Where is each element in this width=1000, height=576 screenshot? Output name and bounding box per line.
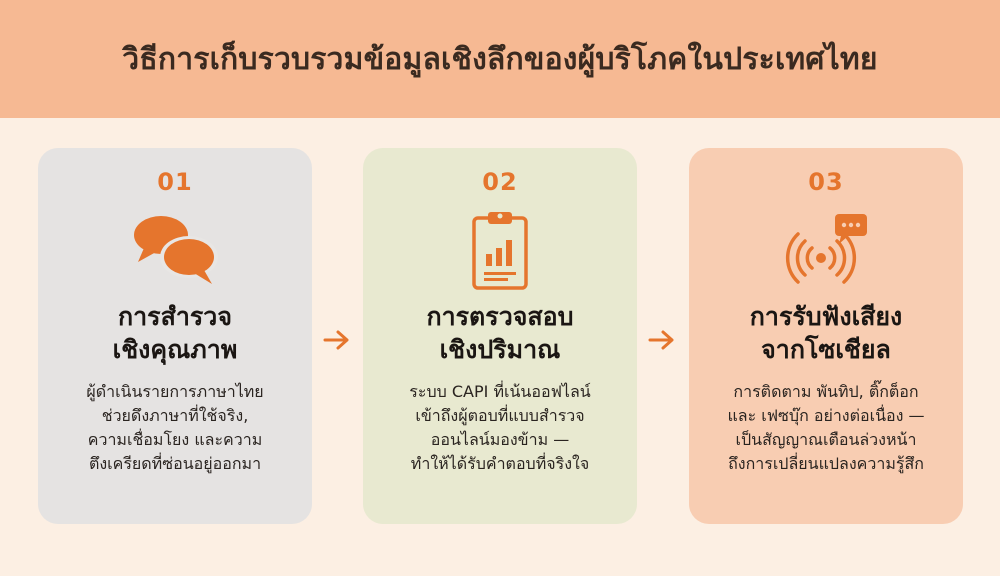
chat-bubbles-icon	[130, 210, 220, 290]
card-body-line: การติดตาม พันทิป, ติ๊กต็อก	[733, 382, 919, 401]
card-title-line: การสำรวจ	[117, 302, 232, 331]
arrow-right-icon	[322, 328, 352, 352]
method-card-quantitative: 02 การตรวจสอบ เชิงปริมาณ ระบบ CAPI ที่เน…	[363, 148, 637, 524]
card-title-line: จากโซเชียล	[761, 335, 891, 364]
clipboard-chart-icon	[455, 210, 545, 290]
card-body-line: ความเชื่อมโยง และความ	[87, 430, 263, 449]
card-body-line: เป็นสัญญาณเตือนล่วงหน้า	[735, 430, 917, 449]
card-title-line: การตรวจสอบ	[426, 302, 574, 331]
step-number: 01	[157, 168, 193, 196]
social-listening-icon	[781, 210, 871, 290]
card-body-line: และ เฟซบุ๊ก อย่างต่อเนื่อง —	[727, 406, 925, 425]
card-body-line: ตึงเครียดที่ซ่อนอยู่ออกมา	[88, 454, 262, 473]
card-title: การรับฟังเสียง จากโซเชียล	[689, 300, 963, 366]
card-body-line: ผู้ดำเนินรายการภาษาไทย	[86, 382, 264, 401]
card-title: การตรวจสอบ เชิงปริมาณ	[363, 300, 637, 366]
card-body-line: ช่วยดึงภาษาที่ใช้จริง,	[101, 406, 249, 425]
arrow-right-icon	[647, 328, 677, 352]
card-body-line: ทำให้ได้รับคำตอบที่จริงใจ	[410, 454, 590, 473]
header-banner: วิธีการเก็บรวบรวมข้อมูลเชิงลึกของผู้บริโ…	[0, 0, 1000, 118]
card-description: การติดตาม พันทิป, ติ๊กต็อก และ เฟซบุ๊ก อ…	[699, 380, 953, 476]
card-title-line: เชิงปริมาณ	[439, 335, 561, 364]
card-body-line: ถึงการเปลี่ยนแปลงความรู้สึก	[728, 454, 924, 473]
card-title-line: การรับฟังเสียง	[749, 302, 903, 331]
page-title: วิธีการเก็บรวบรวมข้อมูลเชิงลึกของผู้บริโ…	[122, 41, 878, 77]
card-body-line: ออนไลน์มองข้าม —	[430, 430, 570, 449]
step-number: 02	[482, 168, 518, 196]
method-card-social-listening: 03 การรับฟังเสียง จากโซเชียล การติดตาม พ…	[689, 148, 963, 524]
card-title: การสำรวจ เชิงคุณภาพ	[38, 300, 312, 366]
card-description: ผู้ดำเนินรายการภาษาไทย ช่วยดึงภาษาที่ใช้…	[48, 380, 302, 476]
card-description: ระบบ CAPI ที่เน้นออฟไลน์ เข้าถึงผู้ตอบที…	[373, 380, 627, 476]
card-body-line: เข้าถึงผู้ตอบที่แบบสำรวจ	[415, 406, 585, 425]
card-body-line: ระบบ CAPI ที่เน้นออฟไลน์	[409, 382, 591, 401]
step-number: 03	[808, 168, 844, 196]
card-title-line: เชิงคุณภาพ	[112, 335, 238, 364]
method-card-qualitative: 01 การสำรวจ เชิงคุณภาพ ผู้ดำเนินรายการภา…	[38, 148, 312, 524]
